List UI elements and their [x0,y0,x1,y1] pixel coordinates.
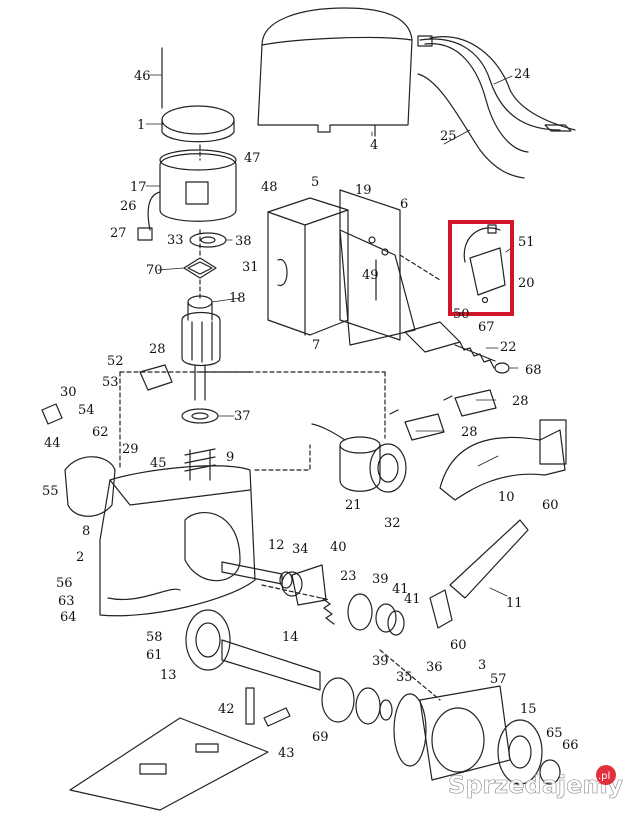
part-label: 33 [167,233,184,248]
part-label: 70 [146,263,163,278]
part-label: 48 [261,180,278,195]
part-label: 20 [518,276,535,291]
part-label: 64 [60,610,77,625]
part-label: 39 [372,572,389,587]
part-label: 28 [461,425,478,440]
part-label: 18 [229,291,246,306]
magnet-cylinder [311,423,407,493]
part-label: 66 [562,738,579,753]
motor-cover [257,7,413,137]
part-label: 52 [107,354,124,369]
part-label: 17 [130,180,147,195]
part-label: 21 [345,498,362,513]
part-label: 9 [226,450,234,465]
part-label: 23 [340,569,357,584]
part-label: 57 [490,672,507,687]
part-label: 4 [370,138,378,153]
watermark-badge-icon [596,765,616,785]
part-label: 36 [426,660,443,675]
part-label: 11 [506,596,523,611]
release-lever [439,419,567,501]
part-label: 41 [392,582,409,597]
gear-assembly [281,564,405,636]
part-label: 54 [78,403,95,418]
part-label: 32 [384,516,401,531]
worm-gear [185,609,393,725]
part-label: 13 [160,668,177,683]
watermark-text: Sprzedajemy [448,771,623,799]
part-label: 45 [150,456,167,471]
base-plate [69,717,269,811]
part-label: 10 [498,490,515,505]
part-label: 29 [122,442,139,457]
part-label: 60 [542,498,559,513]
part-label: 63 [58,594,75,609]
part-label: 19 [355,183,372,198]
part-label: 38 [235,234,252,249]
pins [245,687,291,727]
part-label: 44 [44,436,61,451]
part-label: 12 [268,538,285,553]
watermark: Sprzedajemy .pl [448,765,624,799]
part-label: 37 [234,409,251,424]
part-label: 56 [56,576,73,591]
part-label: 1 [137,118,145,133]
part-label: 7 [312,338,320,353]
part-label: 55 [42,484,59,499]
handle-lever [429,519,529,629]
part-label: 6 [400,197,408,212]
part-label: 60 [450,638,467,653]
side-cover [41,403,116,517]
part-label: 28 [149,342,166,357]
part-label: 68 [525,363,542,378]
part-label: 14 [282,630,299,645]
part-label: 42 [218,702,235,717]
part-label: 5 [311,175,319,190]
part-label: 8 [82,524,90,539]
part-label: 24 [514,67,531,82]
part-label: 61 [146,648,163,663]
part-labels: 46 1 47 4 24 25 17 26 27 33 38 48 5 19 6… [42,67,579,761]
gearbox-housing [99,465,256,617]
part-label: 65 [546,726,563,741]
wiring-harness [417,35,576,179]
part-label: 46 [134,69,151,84]
motor-stack [137,47,237,481]
part-label: 50 [453,307,470,322]
assembly-lines [119,144,441,701]
part-label: 67 [478,320,495,335]
part-label: 25 [440,129,457,144]
part-label: 51 [518,235,535,250]
part-label: 26 [120,199,137,214]
part-label: 15 [520,702,537,717]
part-label: 62 [92,425,109,440]
part-label: 2 [76,550,84,565]
part-label: 34 [292,542,309,557]
pinion-flange [393,685,561,785]
part-label: 3 [478,658,486,673]
part-label: 43 [278,746,295,761]
limit-switch [139,364,497,441]
capacitor [463,224,506,304]
part-label: 28 [512,394,529,409]
part-label: 49 [362,268,379,283]
highlight-frame [448,220,514,316]
part-label: 53 [102,375,119,390]
part-label: 41 [404,592,421,607]
part-label: 35 [396,670,413,685]
part-label: 27 [110,226,127,241]
control-box [267,189,510,374]
leader-lines [145,74,519,597]
part-label: 31 [242,260,259,275]
part-label: 69 [312,730,329,745]
part-label: 58 [146,630,163,645]
part-label: 39 [372,654,389,669]
part-label: 30 [60,385,77,400]
part-label: 47 [244,151,261,166]
part-label: 40 [330,540,347,555]
part-label: 22 [500,340,517,355]
watermark-badge: .pl [598,771,610,782]
